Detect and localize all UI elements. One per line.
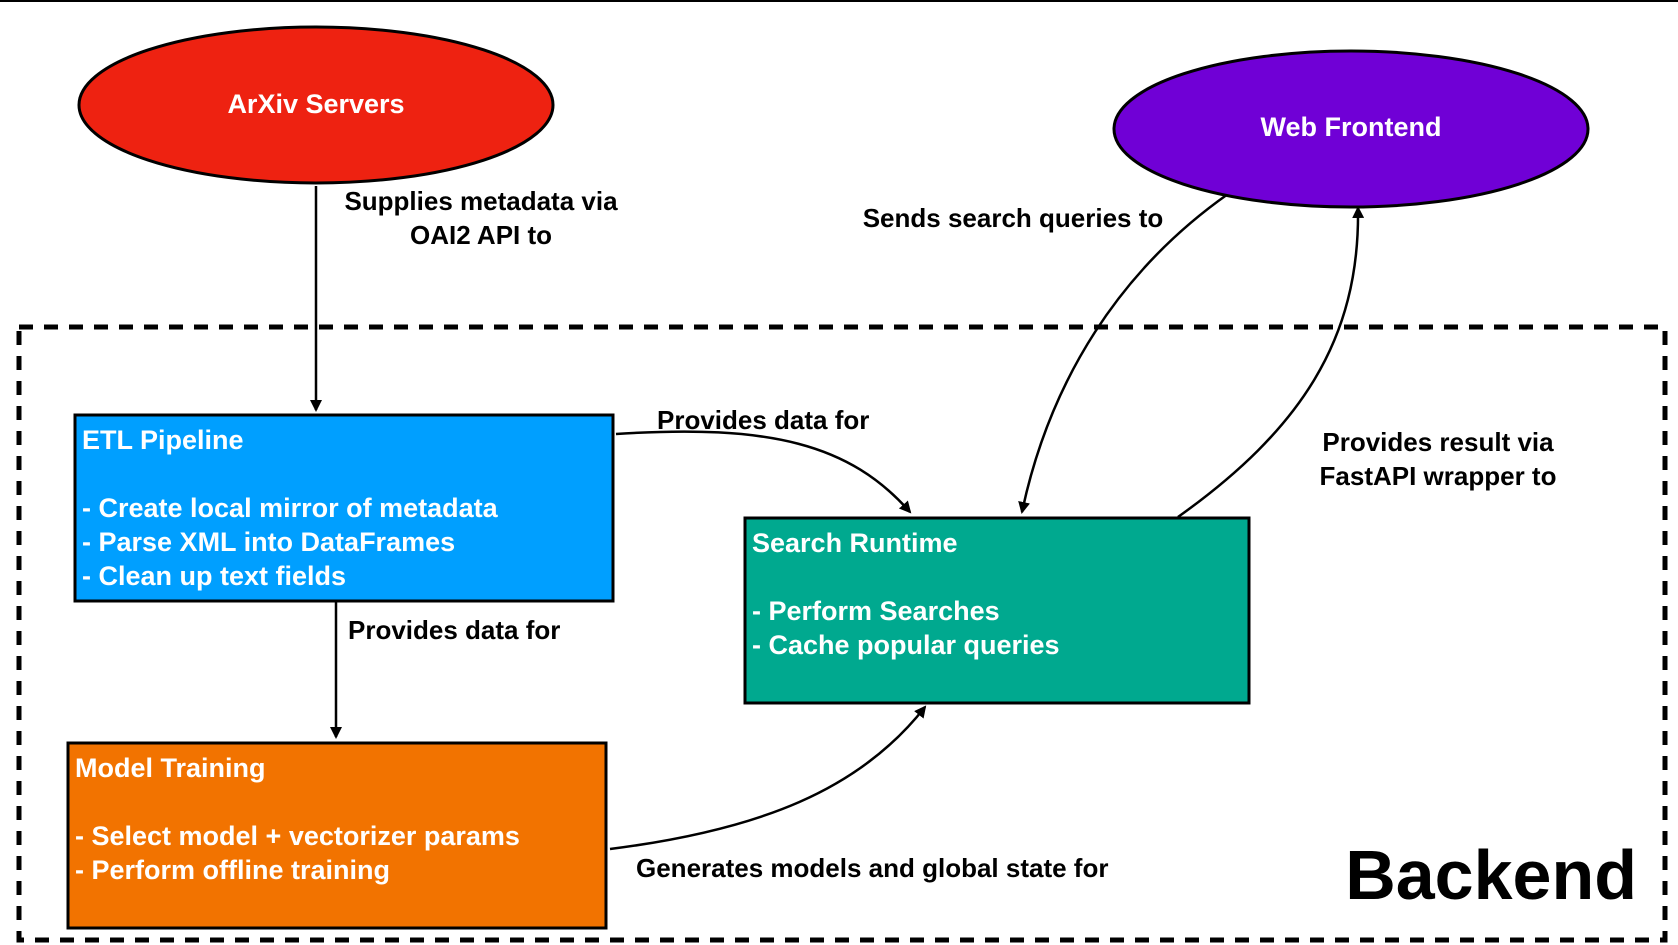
edge-label-arxiv-etl: Supplies metadata via: [344, 186, 618, 216]
node-etl-pipeline: ETL Pipeline - Create local mirror of me…: [73, 413, 615, 603]
etl-pipeline-item: - Clean up text fields: [82, 561, 346, 591]
node-web-frontend: Web Frontend: [1112, 49, 1590, 209]
edge-search-to-frontend: [1177, 206, 1365, 519]
web-frontend-label: Web Frontend: [1261, 112, 1442, 142]
search-runtime-item: - Perform Searches: [752, 596, 1000, 626]
edge-label-arxiv-etl: OAI2 API to: [410, 220, 552, 250]
model-training-title: Model Training: [75, 753, 266, 783]
edge-label-etl-training: Provides data for: [348, 615, 560, 645]
arxiv-servers-label: ArXiv Servers: [227, 89, 404, 119]
edge-label-frontend-search: Sends search queries to: [863, 203, 1164, 233]
search-runtime-item: - Cache popular queries: [752, 630, 1060, 660]
edge-frontend-to-search: [1018, 192, 1229, 514]
node-arxiv-servers: ArXiv Servers: [77, 25, 555, 185]
node-search-runtime: Search Runtime - Perform Searches - Cach…: [743, 516, 1251, 705]
search-runtime-box: [743, 516, 1251, 705]
edge-label-training-search: Generates models and global state for: [636, 853, 1108, 883]
edge-training-to-search: [609, 705, 927, 851]
etl-pipeline-box: [73, 413, 615, 603]
etl-pipeline-title: ETL Pipeline: [82, 425, 244, 455]
node-model-training: Model Training - Select model + vectoriz…: [66, 741, 608, 930]
backend-group-border: [16, 324, 1668, 943]
edge-etl-to-search: [615, 430, 912, 514]
edge-label-etl-search: Provides data for: [657, 405, 869, 435]
model-training-item: - Perform offline training: [75, 855, 390, 885]
etl-pipeline-item: - Create local mirror of metadata: [82, 493, 499, 523]
edge-label-search-frontend: Provides result via: [1322, 427, 1554, 457]
model-training-item: - Select model + vectorizer params: [75, 821, 520, 851]
etl-pipeline-item: - Parse XML into DataFrames: [82, 527, 455, 557]
search-runtime-title: Search Runtime: [752, 528, 958, 558]
backend-group-label: Backend: [1345, 836, 1637, 914]
arxiv-servers-shape: [77, 25, 555, 185]
model-training-box: [66, 741, 608, 930]
edge-label-search-frontend: FastAPI wrapper to: [1320, 461, 1557, 491]
web-frontend-shape: [1112, 49, 1590, 209]
